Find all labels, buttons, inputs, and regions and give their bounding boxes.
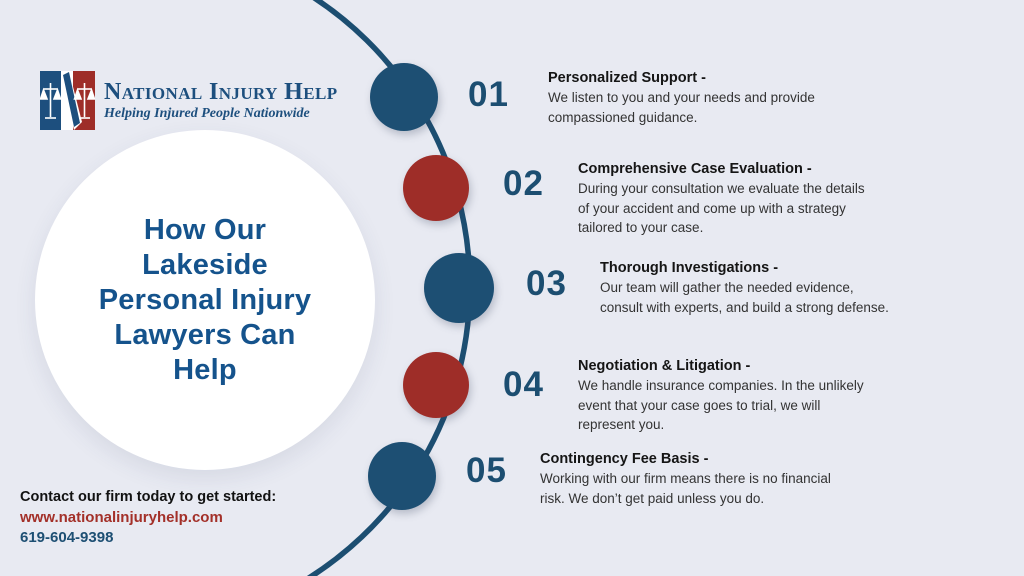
title-circle: How Our Lakeside Personal Injury Lawyers… [35,130,375,470]
contact-phone: 619-604-9398 [20,529,114,546]
step-body-line: represent you. [578,417,665,432]
step-body-line: tailored to your case. [578,220,704,235]
step-body-line: Our team will gather the needed evidence… [600,280,854,295]
step-heading-5: Contingency Fee Basis - [540,451,709,467]
contact-prompt: Contact our firm today to get started: [20,489,277,505]
step-body-line: risk. We don’t get paid unless you do. [540,490,765,506]
step-body-4: We handle insurance companies. In the un… [578,376,864,435]
contact-block: Contact our firm today to get started: w… [20,487,276,547]
brand-text: National Injury Help Helping Injured Peo… [104,80,338,122]
step-body-line: of your accident and come up with a stra… [578,200,846,216]
step-number-3: 03 [526,264,567,303]
step-body-line: We handle insurance companies. In the un… [578,378,864,393]
step-node-1 [370,63,438,131]
step-item-5: Contingency Fee Basis - Working with our… [540,449,831,508]
step-item-1: Personalized Support - We listen to you … [548,68,815,127]
step-body-line: During your consultation we evaluate the… [578,181,865,196]
page-title: How Our Lakeside Personal Injury Lawyers… [99,213,312,388]
brand-tagline: Helping Injured People Nationwide [104,105,310,121]
scales-of-justice-icon [40,71,95,130]
step-number-5: 05 [466,451,507,490]
page-title-line: How Our [143,213,267,246]
step-body-5: Working with our firm means there is no … [540,469,831,508]
step-heading-1: Personalized Support - [548,70,706,86]
step-heading-3: Thorough Investigations - [600,260,779,276]
step-node-5 [368,442,436,510]
page-title-line: Personal Injury [98,283,312,316]
step-item-2: Comprehensive Case Evaluation - During y… [578,159,865,238]
brand-name: National Injury Help [104,78,338,105]
step-item-4: Negotiation & Litigation - We handle ins… [578,356,864,435]
step-node-4 [403,352,469,418]
step-body-2: During your consultation we evaluate the… [578,179,865,238]
page-title-line: Lawyers Can [114,318,296,351]
page-title-line: Lakeside [142,248,268,281]
step-body-1: We listen to you and your needs and prov… [548,88,815,127]
step-body-line: consult with experts, and build a strong… [600,299,889,315]
step-heading-2: Comprehensive Case Evaluation - [578,161,812,177]
step-number-4: 04 [503,365,544,404]
step-body-line: We listen to you and your needs and prov… [548,90,815,105]
step-node-2 [403,155,469,221]
contact-website-link[interactable]: www.nationalinjuryhelp.com [20,509,223,526]
brand-logo: National Injury Help Helping Injured Peo… [40,71,338,130]
step-body-line: Working with our firm means there is no … [540,471,831,486]
step-number-1: 01 [468,75,509,114]
step-body-line: compassioned guidance. [548,109,698,125]
step-number-2: 02 [503,164,544,203]
step-item-3: Thorough Investigations - Our team will … [600,258,889,317]
step-heading-4: Negotiation & Litigation - [578,358,751,374]
step-body-line: event that your case goes to trial, we w… [578,397,821,413]
step-node-3 [424,253,494,323]
page-title-line: Help [173,353,237,386]
step-body-3: Our team will gather the needed evidence… [600,278,889,317]
